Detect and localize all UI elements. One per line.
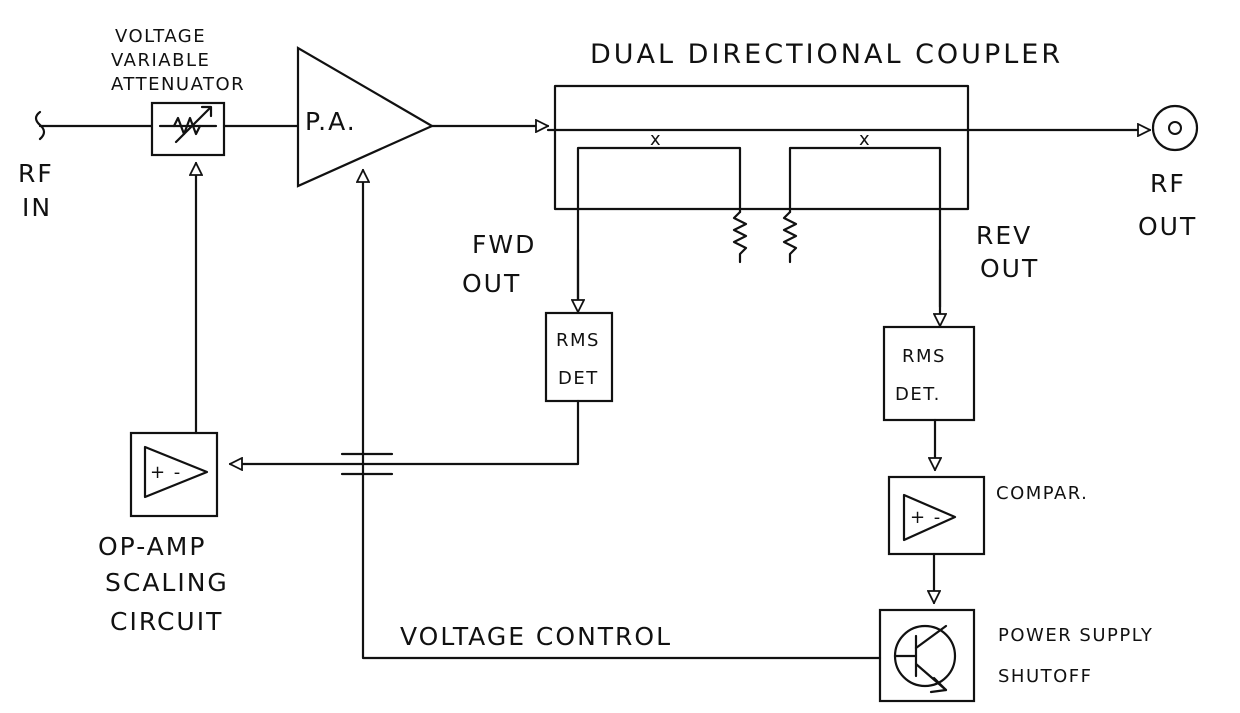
rms-fwd-label-line1: RMS <box>556 330 600 351</box>
compar-signs: + - <box>910 507 942 528</box>
opamp-triangle-icon <box>143 445 209 499</box>
opamp-signs: + - <box>150 462 182 483</box>
opamp-label-line1: OP-AMP <box>98 532 206 561</box>
rf-in-label-line1: RF <box>18 159 54 188</box>
coupling-mark-rev: x <box>859 129 871 150</box>
psu-label-line2: SHUTOFF <box>998 666 1093 687</box>
coupler-label: DUAL DIRECTIONAL COUPLER <box>590 39 1063 70</box>
forward-coupled-line <box>576 146 742 309</box>
vva-label-line1: VOLTAGE <box>115 26 206 47</box>
rev-out-label-line1: REV <box>976 221 1032 250</box>
power-amplifier-triangle <box>296 46 435 188</box>
coupling-mark-fwd: x <box>650 129 662 150</box>
rf-out-connector-icon <box>1151 104 1199 152</box>
rms-fwd-label-line2: DET <box>558 368 599 389</box>
voltage-control-label: VOLTAGE CONTROL <box>400 622 672 651</box>
rf-in-label-line2: IN <box>22 193 52 222</box>
rms-rev-label-line2: DET. <box>895 384 941 405</box>
rev-out-label-line2: OUT <box>980 254 1039 283</box>
variable-attenuator-icon <box>158 105 218 144</box>
voltage-control-wire <box>363 168 882 660</box>
reverse-coupled-line <box>788 146 942 309</box>
rms-detector-forward <box>544 311 614 403</box>
wire-rms-opamp <box>228 399 580 464</box>
fwd-out-label-line1: FWD <box>472 230 536 259</box>
compar-label: COMPAR. <box>996 483 1088 504</box>
pa-label: P.A. <box>305 107 357 136</box>
vva-label-line3: ATTENUATOR <box>111 74 245 95</box>
comparator-triangle-icon <box>902 493 957 542</box>
fwd-out-label-line2: OUT <box>462 269 521 298</box>
forward-termination-resistor-icon <box>732 210 748 264</box>
coupler-box <box>553 84 970 211</box>
psu-label-line1: POWER SUPPLY <box>998 625 1153 646</box>
rms-detector-reverse <box>882 325 976 422</box>
reverse-termination-resistor-icon <box>782 210 798 264</box>
rf-out-label-line1: RF <box>1150 169 1186 198</box>
rms-rev-label-line1: RMS <box>902 346 946 367</box>
wire-crossing-icon <box>340 452 394 476</box>
opamp-label-line3: CIRCUIT <box>110 607 223 636</box>
vva-label-line2: VARIABLE <box>111 50 210 71</box>
rf-out-label-line2: OUT <box>1138 212 1197 241</box>
transistor-icon <box>893 624 957 694</box>
opamp-label-line2: SCALING <box>105 568 229 597</box>
